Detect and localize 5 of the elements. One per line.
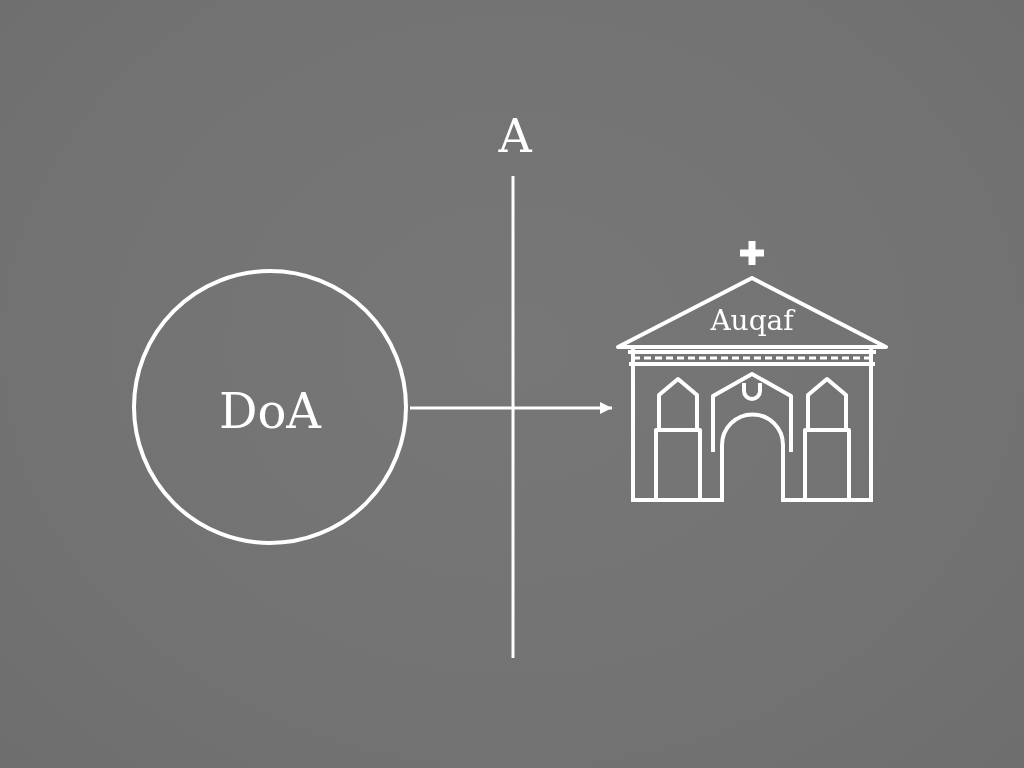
line-label: A — [498, 113, 532, 159]
node-label: DoA — [219, 387, 321, 435]
arrow — [410, 402, 612, 414]
node-label: Auqaf — [710, 307, 794, 335]
circle-node — [131, 268, 409, 546]
